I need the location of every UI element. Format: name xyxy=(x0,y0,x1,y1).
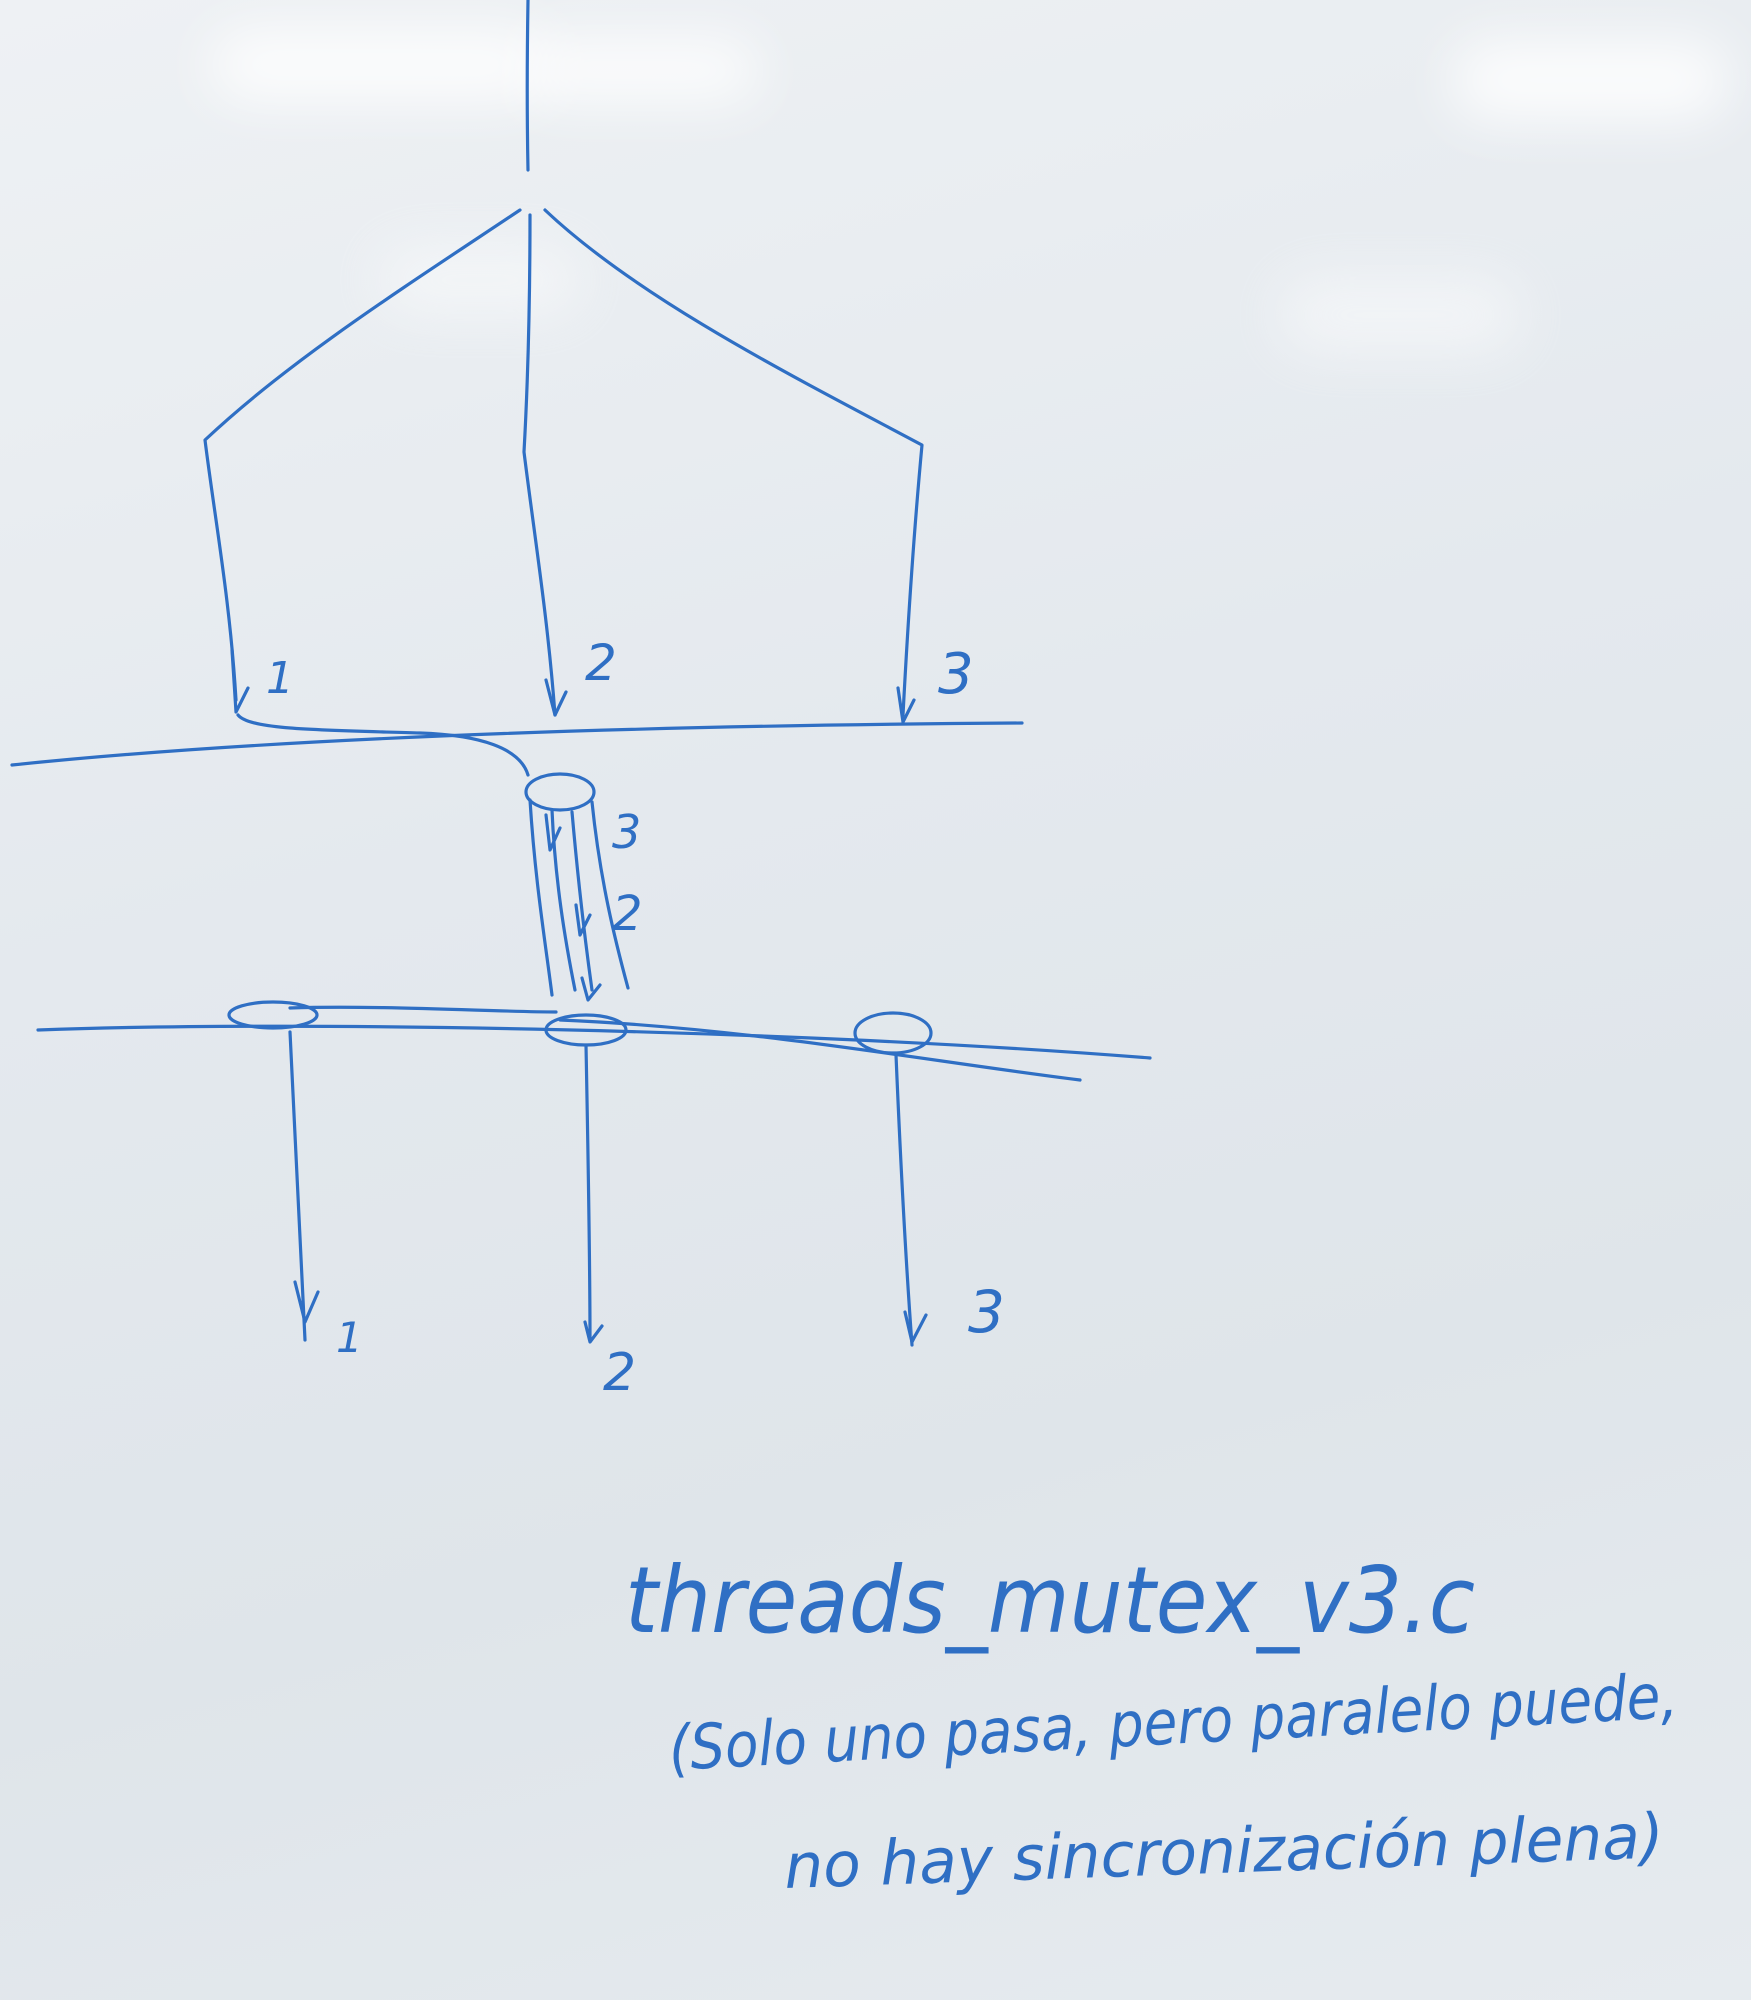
top-label-2: 2 xyxy=(585,634,617,692)
light-glare-left xyxy=(210,30,550,100)
mutex-arrow-2 xyxy=(574,903,592,937)
mutex-inner-line-2 xyxy=(570,810,594,992)
light-glare-right-mid xyxy=(1280,280,1520,350)
arrow-top-3 xyxy=(896,686,916,724)
arrow-bottom-3 xyxy=(903,1310,928,1344)
release-path-line xyxy=(288,1005,558,1014)
mutex-left-wall xyxy=(528,798,554,997)
top-label-3: 3 xyxy=(938,642,974,707)
mutex-label-2: 2 xyxy=(612,886,643,942)
fork-branch-middle xyxy=(522,213,557,717)
fork-branch-left xyxy=(203,208,522,702)
bottom-label-1: 1 xyxy=(336,1313,363,1362)
arrow-bottom-1 xyxy=(293,1280,320,1324)
comment-line-2: no hay sincronización plena) xyxy=(783,1799,1665,1903)
mutex-top-ellipse xyxy=(524,772,596,812)
mutex-inner-line-1 xyxy=(550,808,577,992)
mutex-label-3: 3 xyxy=(612,805,641,859)
arrow-bottom-2 xyxy=(583,1320,604,1344)
bottom-barrier-line-2 xyxy=(558,1018,1082,1082)
top-label-1: 1 xyxy=(266,653,294,704)
light-glare-center xyxy=(520,40,760,100)
bottom-label-2: 2 xyxy=(603,1343,636,1403)
filename-note: threads_mutex_v3.c xyxy=(625,1547,1475,1654)
thread-line-bottom-3 xyxy=(894,1053,914,1347)
bottom-barrier-line xyxy=(36,1024,1152,1060)
thread-line-bottom-2 xyxy=(584,1043,592,1342)
mutex-right-wall xyxy=(590,800,630,990)
slot-ellipse-3 xyxy=(853,1011,933,1055)
arrow-top-1 xyxy=(230,648,250,714)
mutex-arrow-3 xyxy=(580,976,602,1002)
bottom-label-3: 3 xyxy=(968,1278,1005,1346)
arrow-top-2 xyxy=(544,678,568,717)
lock-path-line xyxy=(236,713,530,777)
top-barrier-line xyxy=(10,721,1024,767)
mutex-arrow-1 xyxy=(544,813,562,852)
main-thread-line xyxy=(525,0,530,172)
slot-ellipse-1 xyxy=(227,1000,319,1030)
fork-branch-right xyxy=(543,208,924,717)
thread-line-bottom-1 xyxy=(288,1030,307,1342)
light-glare-right xyxy=(1450,40,1730,120)
comment-line-1: (Solo uno pasa, pero paralelo puede, xyxy=(667,1659,1679,1785)
